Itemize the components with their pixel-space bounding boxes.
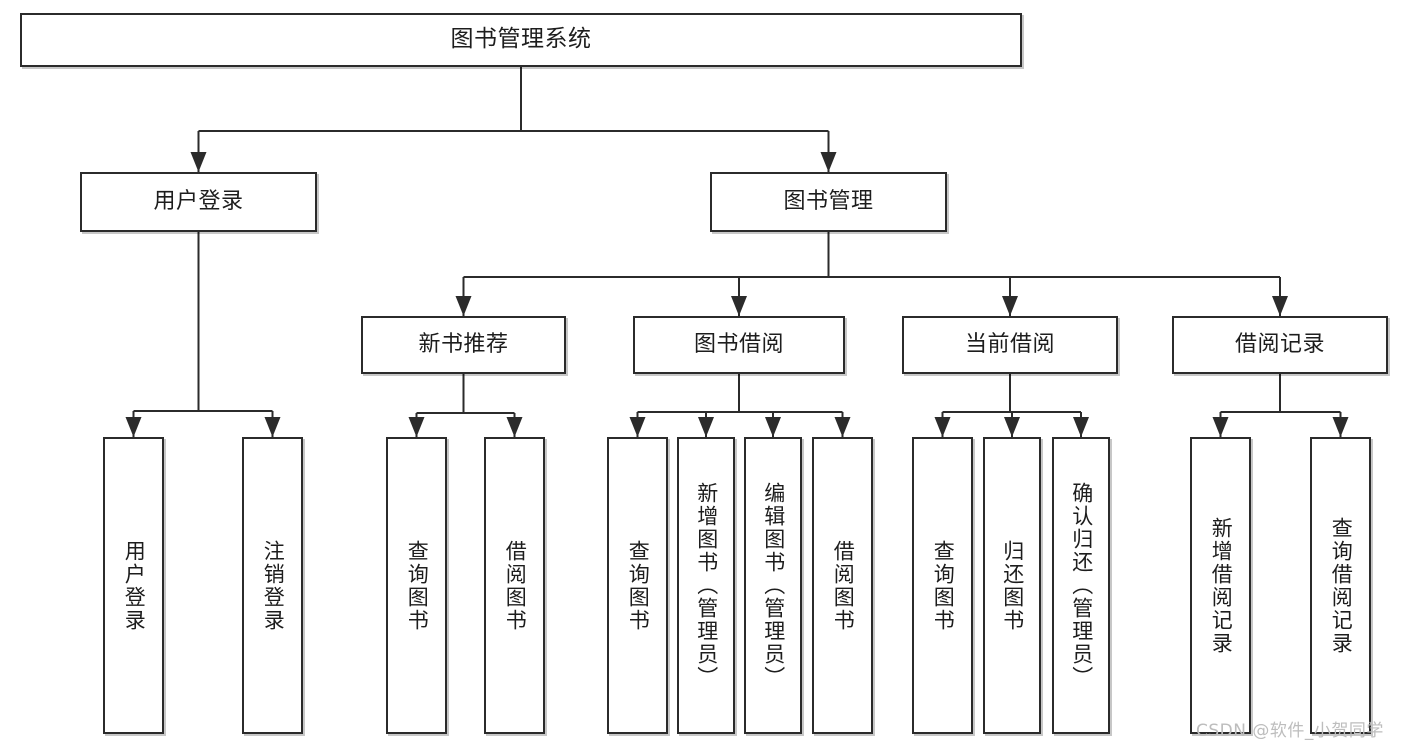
node-newbook[interactable]: 新书推荐 — [361, 316, 566, 374]
arrowhead-icon — [1073, 417, 1089, 437]
arrowhead-icon — [455, 296, 472, 316]
node-leaf-cur-2[interactable]: 归还图书 — [983, 437, 1041, 734]
node-borrow[interactable]: 图书借阅 — [633, 316, 845, 374]
node-label: 新增图书（管理员） — [694, 482, 719, 689]
node-leaf-bor-1[interactable]: 查询图书 — [607, 437, 668, 734]
node-label: 查询图书 — [626, 539, 651, 632]
node-label: 归还图书 — [1000, 539, 1025, 632]
arrowhead-icon — [190, 152, 207, 172]
node-label: 查询借阅记录 — [1329, 516, 1354, 655]
arrowhead-icon — [629, 417, 646, 437]
node-root[interactable]: 图书管理系统 — [20, 13, 1022, 67]
arrowhead-icon — [408, 417, 425, 437]
arrowhead-icon — [698, 417, 714, 437]
node-leaf-login-1[interactable]: 用户登录 — [103, 437, 164, 734]
node-leaf-cur-3[interactable]: 确认归还（管理员） — [1052, 437, 1110, 734]
node-label: 图书管理系统 — [450, 26, 592, 53]
node-label: 图书借阅 — [693, 332, 784, 358]
node-label: 借阅图书 — [503, 539, 528, 632]
arrowhead-icon — [1004, 417, 1020, 437]
arrowhead-icon — [820, 152, 837, 172]
node-label: 新书推荐 — [418, 332, 509, 358]
node-leaf-new-2[interactable]: 借阅图书 — [484, 437, 545, 734]
arrowhead-icon — [1332, 417, 1349, 437]
arrowhead-icon — [125, 417, 142, 437]
node-label: 新增借阅记录 — [1209, 516, 1234, 655]
arrowhead-icon — [934, 417, 951, 437]
node-label: 编辑图书（管理员） — [761, 482, 786, 689]
arrowhead-icon — [731, 296, 747, 316]
arrowhead-icon — [264, 417, 281, 437]
arrowhead-icon — [834, 417, 851, 437]
node-label: 注销登录 — [261, 539, 286, 632]
arrowhead-icon — [1212, 417, 1229, 437]
node-label: 用户登录 — [153, 189, 244, 215]
node-current[interactable]: 当前借阅 — [902, 316, 1118, 374]
watermark-text: CSDN @软件_小贺同学 — [1196, 721, 1384, 741]
node-label: 查询图书 — [405, 539, 430, 632]
node-label: 用户登录 — [122, 539, 147, 632]
arrowhead-icon — [765, 417, 781, 437]
node-label: 借阅图书 — [831, 539, 856, 632]
node-leaf-bor-4[interactable]: 借阅图书 — [812, 437, 873, 734]
node-label: 当前借阅 — [964, 332, 1055, 358]
node-bookmgmt[interactable]: 图书管理 — [710, 172, 947, 232]
node-leaf-login-2[interactable]: 注销登录 — [242, 437, 303, 734]
node-login[interactable]: 用户登录 — [80, 172, 317, 232]
node-label: 借阅记录 — [1234, 332, 1325, 358]
node-leaf-rec-1[interactable]: 新增借阅记录 — [1190, 437, 1251, 734]
node-label: 查询图书 — [931, 539, 956, 632]
node-records[interactable]: 借阅记录 — [1172, 316, 1388, 374]
node-leaf-new-1[interactable]: 查询图书 — [386, 437, 447, 734]
node-label: 图书管理 — [783, 189, 874, 215]
arrowhead-icon — [506, 417, 523, 437]
arrowhead-icon — [1272, 296, 1288, 316]
node-leaf-cur-1[interactable]: 查询图书 — [912, 437, 973, 734]
node-leaf-bor-2[interactable]: 新增图书（管理员） — [677, 437, 735, 734]
node-leaf-rec-2[interactable]: 查询借阅记录 — [1310, 437, 1371, 734]
arrowhead-icon — [1002, 296, 1018, 316]
node-leaf-bor-3[interactable]: 编辑图书（管理员） — [744, 437, 802, 734]
node-label: 确认归还（管理员） — [1069, 482, 1094, 689]
